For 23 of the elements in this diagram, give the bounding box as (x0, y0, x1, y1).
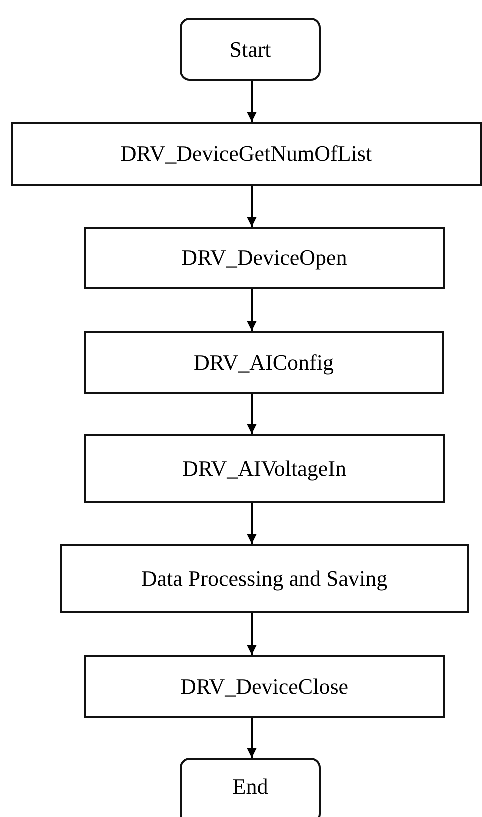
node-label: DRV_AIConfig (194, 350, 334, 376)
process-box (84, 655, 445, 718)
arrow (247, 718, 257, 758)
terminal-box (180, 18, 321, 81)
process-box (84, 331, 444, 394)
process-box (11, 122, 482, 186)
node-label: Data Processing and Saving (141, 566, 388, 592)
process-box (60, 544, 469, 613)
arrow (247, 81, 257, 122)
arrow (247, 289, 257, 331)
node-label: DRV_AIVoltageIn (182, 456, 347, 482)
node-label: DRV_DeviceGetNumOfList (120, 141, 372, 167)
arrow (247, 613, 257, 655)
process-box (84, 227, 445, 289)
terminal-box (180, 758, 321, 817)
arrow (247, 186, 257, 227)
node-label: End (232, 774, 268, 800)
arrow (247, 503, 257, 544)
node-label: DRV_DeviceOpen (182, 245, 348, 271)
node-label: Start (230, 36, 272, 62)
node-label: DRV_DeviceClose (180, 674, 349, 700)
process-box (84, 434, 445, 503)
arrow (247, 394, 257, 434)
